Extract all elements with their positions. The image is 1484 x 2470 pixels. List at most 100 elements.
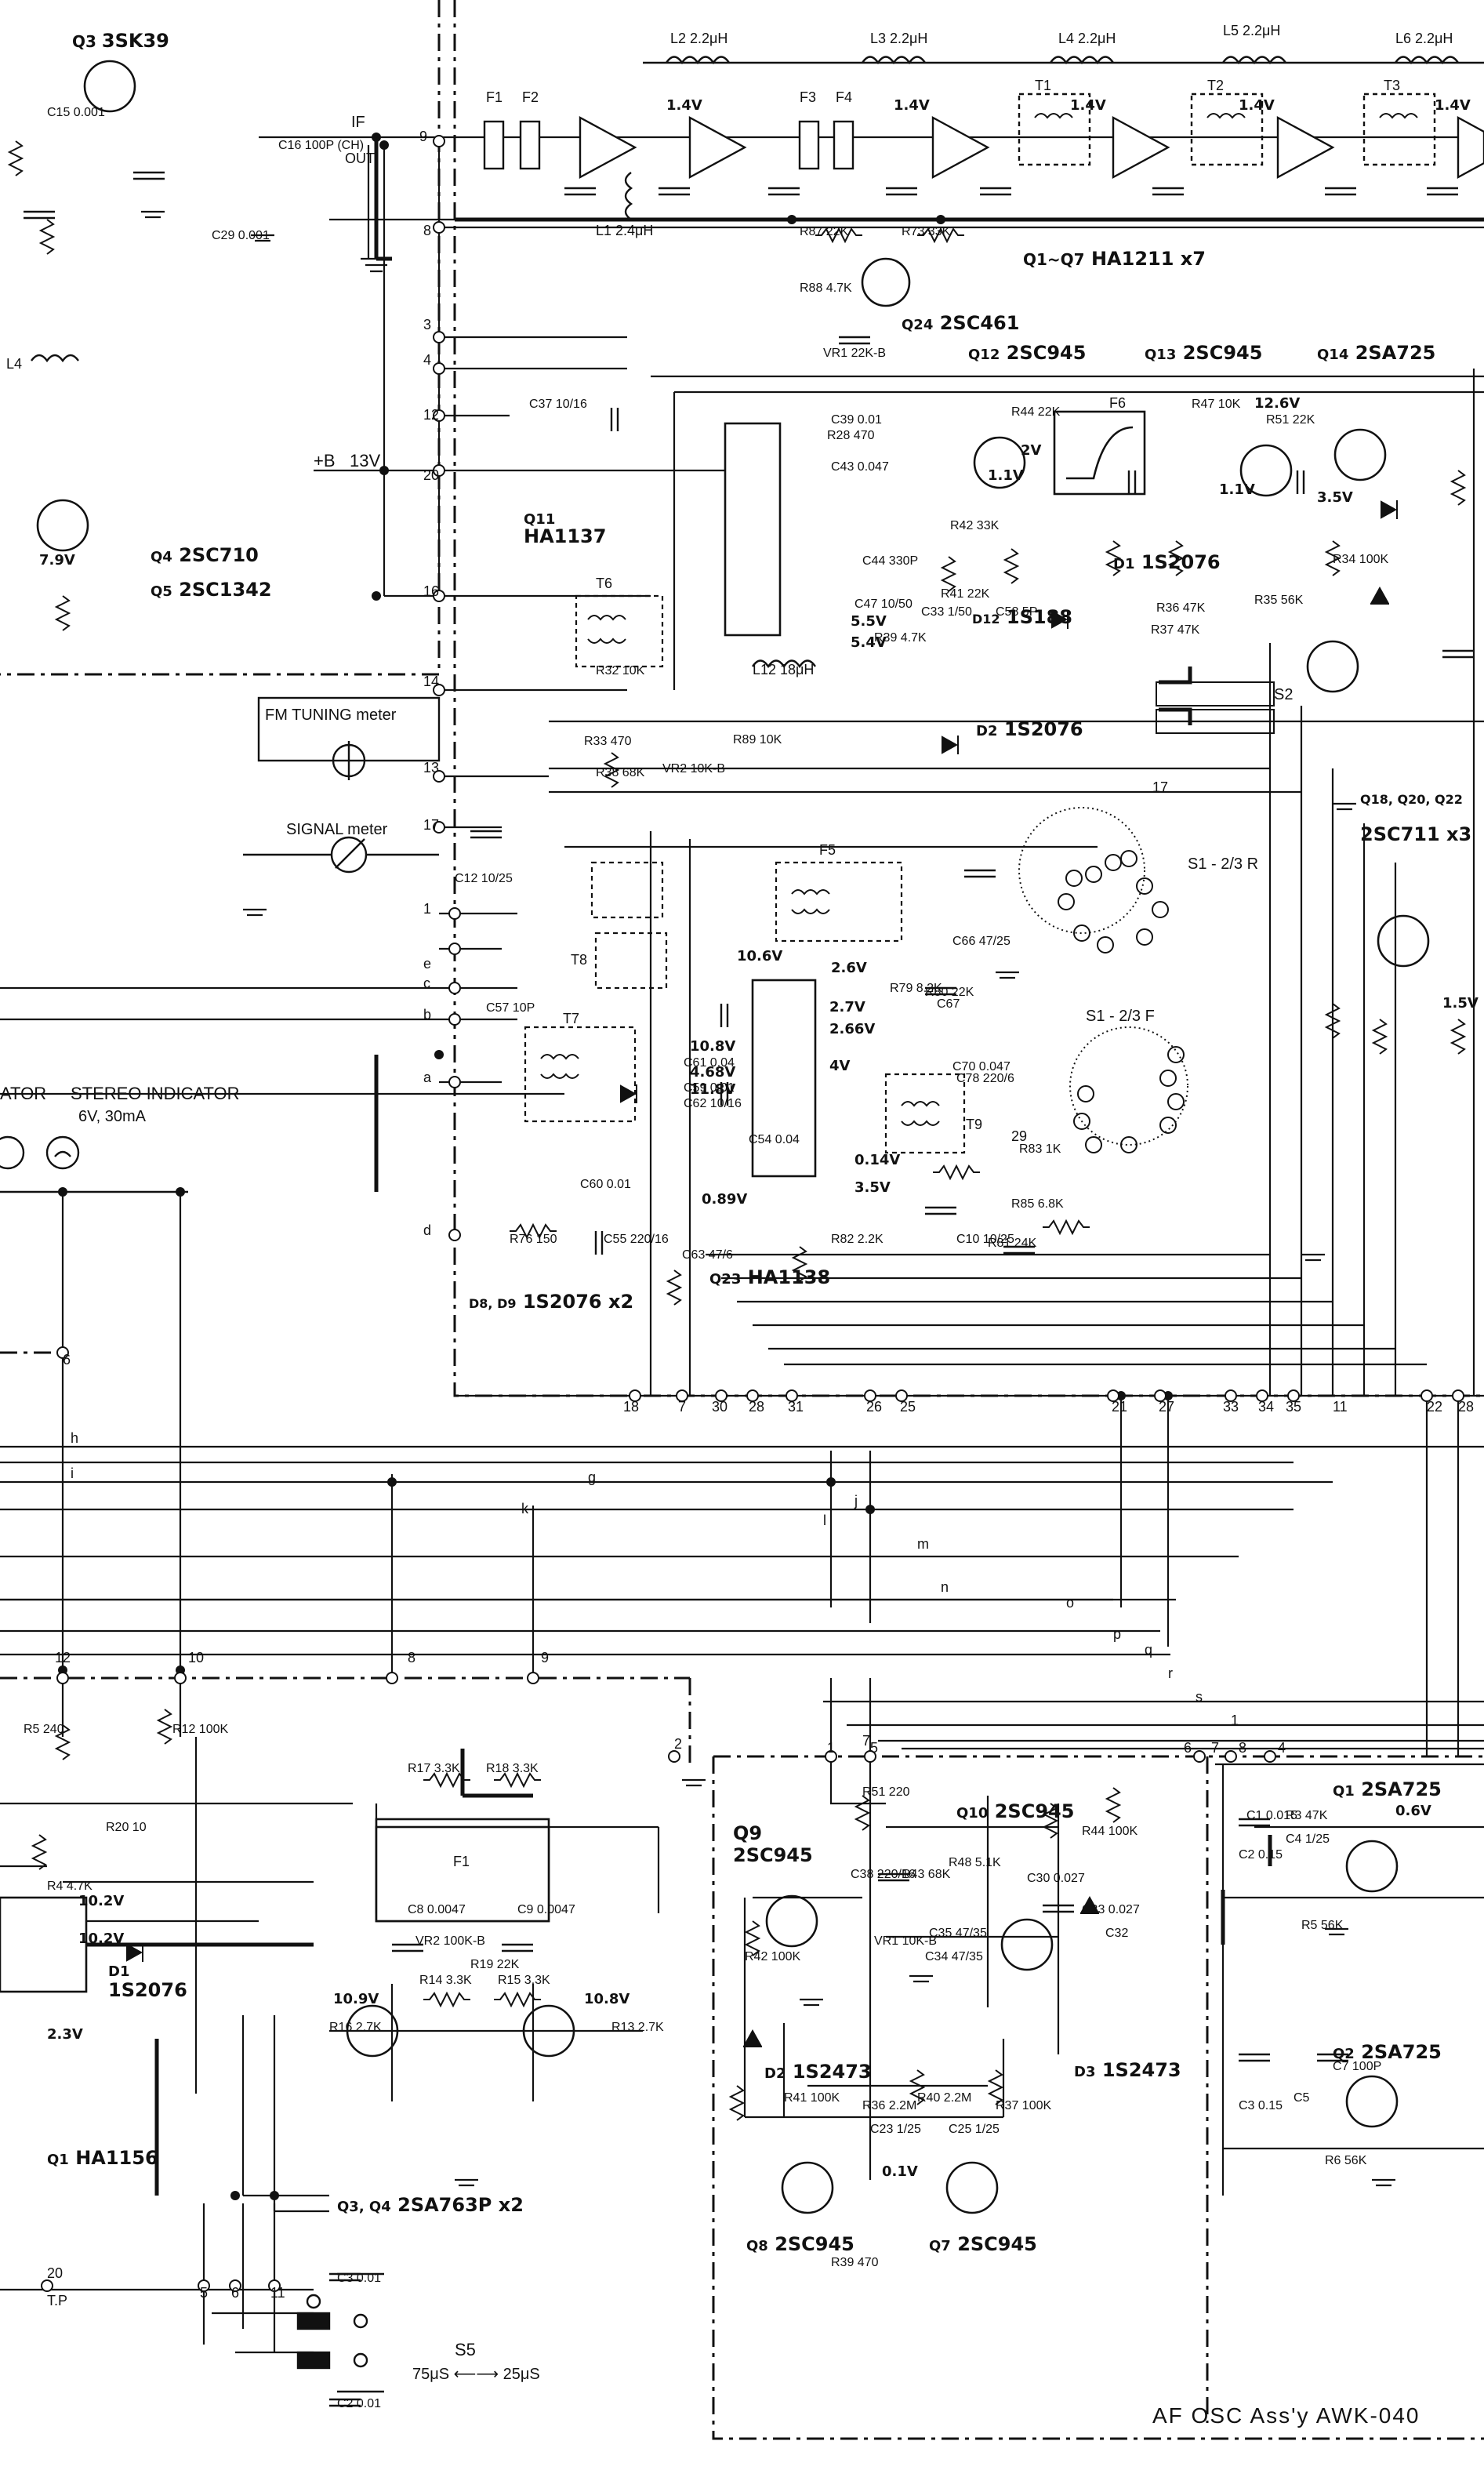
filter-label: F1 — [486, 89, 503, 105]
terminal-number-label: 21 — [1112, 1399, 1127, 1415]
capacitor-value-label: C60 0.01 — [580, 1178, 631, 1191]
transistor-part-label: 2SC711 x3 — [1360, 823, 1471, 845]
resistor-value-label: R12 100K — [172, 1723, 228, 1736]
voltage-reading-label: 2.6V — [831, 960, 867, 976]
capacitor-value-label: C29 0.001 — [212, 229, 270, 242]
terminal-number-label: j — [854, 1493, 858, 1509]
resistor-value-label: R15 3.3K — [498, 1974, 550, 1987]
capacitor-value-label: C33 0.027 — [1082, 1903, 1140, 1916]
switch-s2-label: S2 — [1274, 686, 1293, 703]
terminal-number-label: 31 — [788, 1399, 804, 1415]
terminal-number-label: 1 — [423, 901, 431, 917]
voltage-reading-label: 10.2V — [78, 1931, 124, 1947]
stereo-indicator-lamps — [0, 1135, 188, 1193]
transistor-part-label: Q10 2SC945 — [956, 1800, 1074, 1822]
capacitor-value-label: C33 1/50 — [921, 605, 972, 619]
capacitor-value-label: C39 0.01 — [831, 413, 882, 427]
transistor-part-label: Q23 HA1138 — [709, 1266, 830, 1288]
indicator-label-fragment: ATOR — [0, 1084, 46, 1103]
capacitor-value-label: C3 0.01 — [337, 2272, 381, 2285]
terminal-number-label: 7 — [1211, 1740, 1219, 1756]
capacitor-value-label: C78 220/6 — [956, 1072, 1014, 1085]
terminal-number-label: k — [521, 1501, 529, 1517]
resistor-value-label: R33 470 — [584, 735, 632, 748]
resistor-value-label: R20 10 — [106, 1821, 147, 1834]
capacitor-value-label: C54 0.04 — [749, 1133, 800, 1146]
terminal-number-label: T.P — [47, 2293, 67, 2308]
transistor-part-label: Q9 — [733, 1822, 762, 1844]
ground-symbols — [141, 210, 1395, 2187]
signal-meter-label: SIGNAL meter — [286, 821, 388, 838]
terminal-number-label: a — [423, 1070, 432, 1085]
terminal-number-label: r — [1168, 1665, 1173, 1681]
transistor-part-label: Q14 2SA725 — [1317, 342, 1435, 364]
voltage-reading-label: 1.4V — [1070, 97, 1106, 114]
resistor-value-label: R39 4.7K — [874, 631, 927, 645]
fm-tuning-meter-label: FM TUNING meter — [265, 706, 397, 724]
resistor-value-label: R51 220 — [862, 1785, 910, 1799]
terminal-number-label: 6 — [231, 2285, 239, 2301]
resistor-value-label: R89 10K — [733, 733, 782, 746]
voltage-reading-label: 1.4V — [894, 97, 930, 114]
terminal-number-label: 6 — [63, 1352, 71, 1368]
capacitor-value-label: C8 0.0047 — [408, 1903, 466, 1916]
terminal-number-label: 10 — [188, 1650, 204, 1665]
capacitor-value-label: C12 10/25 — [455, 872, 513, 885]
resistor-value-label: R48 5.1K — [949, 1856, 1001, 1869]
resistor-value-label: R83 1K — [1019, 1142, 1061, 1156]
resistor-value-label: R4 4.7K — [47, 1880, 93, 1893]
terminal-number-label: 16 — [423, 583, 439, 599]
capacitor-value-label: C32 — [1105, 1927, 1128, 1940]
terminal-number-label: 35 — [1286, 1399, 1301, 1415]
capacitor-value-label: C58 5P — [996, 605, 1037, 619]
terminal-number-label: 11 — [1333, 1399, 1348, 1415]
capacitor-value-label: C62 10/16 — [684, 1097, 742, 1110]
capacitor-value-label: C38 220/16 — [851, 1868, 916, 1881]
resistor-value-label: VR2 10K-B — [662, 762, 725, 776]
voltage-reading-label: 3.5V — [854, 1179, 891, 1196]
capacitor-value-label: C34 47/35 — [925, 1950, 983, 1963]
voltage-reading-label: 1.4V — [1435, 97, 1471, 114]
filter-label: F3 — [800, 89, 816, 105]
resistor-symbols — [7, 140, 1467, 1306]
capacitor-value-label: C25 1/25 — [949, 2123, 1000, 2136]
terminal-number-label: 18 — [623, 1399, 639, 1415]
resistor-value-label: R37 47K — [1151, 623, 1200, 637]
resistor-value-label: R43 68K — [902, 1868, 951, 1881]
terminal-number-label: 17 — [1152, 779, 1168, 795]
resistor-value-label: R13 2.7K — [611, 2021, 664, 2034]
voltage-reading-label: 4V — [829, 1058, 851, 1074]
capacitor-value-label: C10 10/25 — [956, 1233, 1014, 1246]
terminal-number-label: 29 — [1011, 1128, 1027, 1144]
diode-part-label: D2 1S2473 — [764, 2061, 872, 2083]
terminal-number-label: 25 — [900, 1399, 916, 1415]
voltage-reading-label: 5.5V — [851, 613, 887, 630]
resistor-value-label: R28 470 — [827, 429, 875, 442]
plus-b-voltage: 13V — [350, 451, 380, 470]
filter-label: F2 — [522, 89, 539, 105]
terminal-number-label: 28 — [1458, 1399, 1474, 1415]
coil-windings — [540, 113, 1418, 1126]
switch-s1-front-label: S1 - 2/3 F — [1086, 1008, 1155, 1025]
inductor-label: L2 2.2μH — [670, 31, 727, 46]
transistor-symbols — [36, 60, 1430, 2214]
resistor-value-label: R18 3.3K — [486, 1762, 539, 1775]
if-label: IF — [351, 114, 365, 131]
transformer-label: T8 — [571, 952, 587, 968]
resistor-value-label: R41 100K — [784, 2091, 840, 2105]
capacitor-value-label: C15 0.001 — [47, 106, 105, 119]
terminal-pins — [41, 135, 1464, 2292]
capacitor-value-label: C44 330P — [862, 554, 918, 568]
voltage-reading-label: 10.2V — [78, 1893, 124, 1909]
capacitor-value-label: C7 100P — [1333, 2060, 1381, 2073]
diode-symbols — [126, 500, 1398, 2047]
resistor-value-label: VR1 10K-B — [874, 1934, 937, 1948]
resistor-value-label: R81 24K — [988, 1237, 1037, 1250]
transistor-part-label: Q3, Q4 2SA763P x2 — [337, 2194, 524, 2216]
resistor-value-label: R39 470 — [831, 2256, 879, 2269]
voltage-reading-label: 2.3V — [47, 2026, 83, 2043]
af-osc-resistor-marks — [31, 1709, 1122, 2121]
capacitor-value-label: C4 1/25 — [1286, 1833, 1330, 1846]
terminal-number-label: p — [1113, 1626, 1121, 1642]
